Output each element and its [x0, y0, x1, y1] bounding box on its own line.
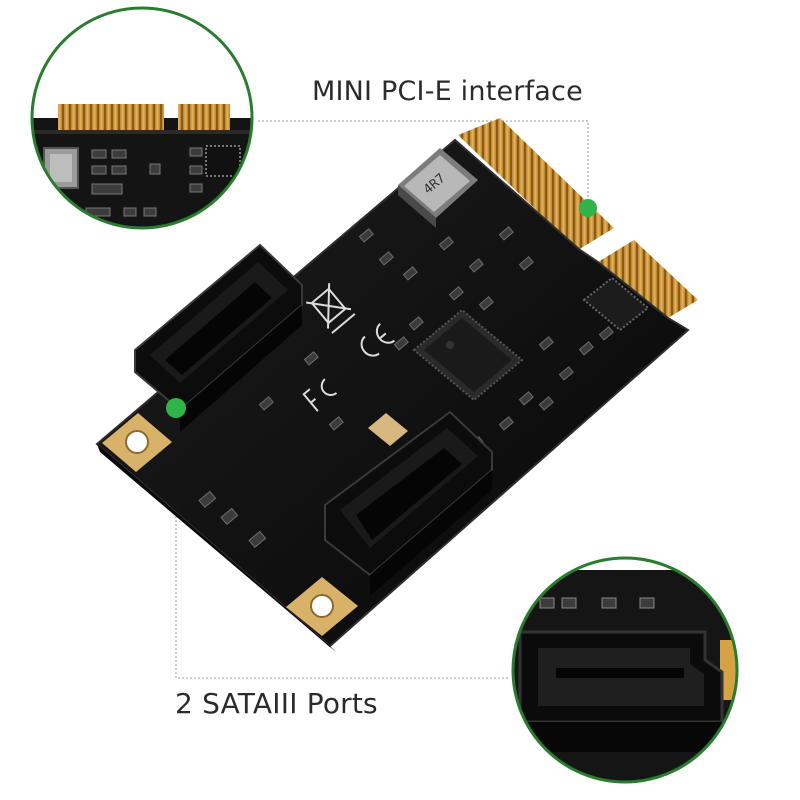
silkscreen-logos — [302, 283, 396, 412]
gold-fingers-left — [458, 118, 614, 250]
sata-port-2 — [324, 410, 493, 596]
pcie-callout-dot — [579, 199, 597, 217]
regulator-chip — [582, 276, 650, 332]
sata-callout-dot — [166, 398, 186, 418]
mount-hole-bottom — [286, 577, 358, 636]
zoom-circle-sata — [511, 556, 739, 784]
inductor: 4R7 — [398, 148, 478, 228]
sata-port-1 — [134, 243, 303, 432]
smd-components — [198, 226, 614, 549]
zoom-circle-interface — [30, 6, 254, 230]
interface-callout-label: MINI PCI-E interface — [312, 76, 583, 107]
gold-fingers-right — [598, 240, 698, 318]
weee-bin-symbol — [306, 283, 356, 334]
crystal — [368, 413, 408, 446]
pcb-board: 4R7 — [95, 118, 698, 652]
pcie-leader-line — [258, 120, 589, 208]
pcb-body — [95, 138, 690, 648]
fcc-mark — [302, 378, 338, 412]
mount-hole-left — [102, 413, 172, 472]
controller-chip — [412, 308, 524, 402]
ce-mark — [360, 322, 396, 357]
ports-callout-label: 2 SATAIII Ports — [175, 687, 378, 720]
